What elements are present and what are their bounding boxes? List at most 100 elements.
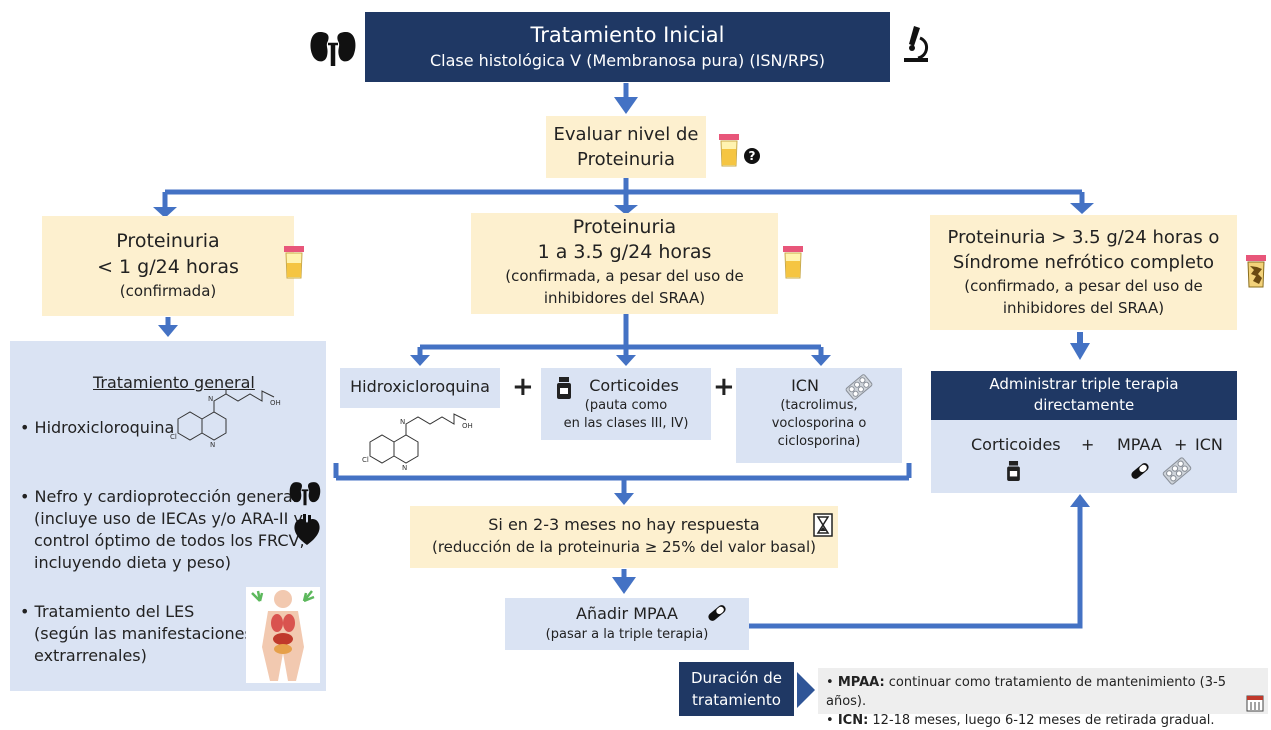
icn-l1: (tacrolimus,: [780, 398, 858, 413]
molecule-icon: Cl N N OH: [170, 389, 282, 449]
cort-l2: en las clases III, IV): [563, 416, 689, 431]
svg-text:Cl: Cl: [362, 456, 369, 464]
general-item2-l3: incluyendo dieta y peso): [34, 553, 231, 572]
general-item1-label: Hidroxicloroquina: [34, 418, 175, 437]
noresp-line2: (reducción de la proteinuria ≥ 25% del v…: [431, 538, 817, 556]
hcq-box: Hidroxicloroquina: [340, 368, 500, 408]
general-item3-l1: (según las manifestaciones: [34, 624, 253, 643]
branch-low-line1: Proteinuria: [116, 230, 220, 252]
branch-mid-line3: (confirmada, a pesar del uso de: [505, 267, 744, 285]
svg-text:Cl: Cl: [170, 433, 177, 441]
add-mpaa-line2: (pasar a la triple terapia): [545, 627, 709, 642]
pill-bottle-icon: [557, 377, 571, 399]
branch-mid-line1: Proteinuria: [572, 216, 677, 238]
duration-b1-text: continuar como tratamiento de mantenimie…: [826, 675, 1226, 709]
svg-text:N: N: [210, 441, 215, 449]
urine-cup-icon: [1245, 254, 1267, 288]
icn-title: ICN: [791, 376, 819, 395]
add-mpaa-line1: Añadir MPAA: [576, 604, 678, 623]
branch-high-line2: Síndrome nefrótico completo: [952, 252, 1215, 273]
microscope-icon: [900, 24, 930, 66]
hourglass-icon: [813, 513, 833, 537]
general-item3-l2: extrarrenales): [34, 646, 147, 665]
svg-text:OH: OH: [462, 422, 473, 430]
branch-mid-line2: 1 a 3.5 g/24 horas: [537, 241, 712, 263]
branch-low-line2: < 1 g/24 horas: [97, 256, 239, 278]
general-heading: Tratamiento general: [93, 373, 255, 392]
triple-plus-2: +: [1174, 435, 1188, 454]
add-mpaa-box: Añadir MPAA (pasar a la triple terapia): [505, 598, 749, 650]
branch-low-box: Proteinuria < 1 g/24 horas (confirmada): [42, 216, 294, 316]
duration-chevron: [797, 672, 815, 708]
duration-b1-bold: MPAA:: [837, 675, 885, 690]
blister-pack-icon: [844, 372, 874, 402]
triple-header-l1: Administrar triple terapia: [989, 375, 1179, 393]
triple-mpaa-label: MPAA: [1117, 435, 1162, 454]
svg-text:OH: OH: [270, 399, 281, 407]
triple-icn-label: ICN: [1195, 435, 1223, 454]
duration-notes: • MPAA: continuar como tratamiento de ma…: [818, 668, 1268, 728]
branch-high-line3: (confirmado, a pesar del uso de: [964, 277, 1203, 295]
icn-l3: ciclosporina): [777, 434, 861, 449]
cort-l1: (pauta como: [584, 398, 668, 413]
plus-sign: +: [713, 372, 735, 402]
hcq-label: Hidroxicloroquina: [350, 377, 490, 396]
evaluate-box: Evaluar nivel de Proteinuria: [546, 116, 706, 178]
branch-mid-line4: inhibidores del SRAA): [543, 289, 706, 307]
branch-high-box: Proteinuria > 3.5 g/24 horas o Síndrome …: [930, 215, 1237, 330]
evaluate-line1: Evaluar nivel de: [553, 124, 699, 145]
duration-b2-text: 12-18 meses, luego 6-12 meses de retirad…: [868, 713, 1215, 728]
general-item2-l1: (incluye uso de IECAs y/o ARA-II y: [34, 509, 303, 528]
calendar-icon: [1246, 694, 1264, 712]
kidneys-icon: [288, 479, 322, 507]
title-line1: Tratamiento Inicial: [530, 23, 725, 47]
triple-plus-1: +: [1081, 435, 1095, 454]
pill-bottle-icon: [1007, 461, 1020, 481]
title-line2: Clase histológica V (Membranosa pura) (I…: [429, 51, 826, 70]
branch-high-line4: inhibidores del SRAA): [1002, 299, 1165, 317]
icn-box: ICN (tacrolimus, voclosporina o ciclospo…: [736, 368, 902, 463]
general-item2-title: Nefro y cardioprotección general: [34, 487, 298, 506]
title-box: Tratamiento Inicial Clase histológica V …: [365, 12, 890, 82]
urine-cup-icon: [283, 245, 305, 279]
svg-text:N: N: [402, 464, 407, 472]
noresp-line1: Si en 2-3 meses no hay respuesta: [488, 515, 760, 534]
general-treatment-panel: Tratamiento general • Hidroxicloroquina …: [10, 341, 326, 691]
icn-l2: voclosporina o: [771, 416, 867, 431]
branch-mid-box: Proteinuria 1 a 3.5 g/24 horas (confirma…: [471, 213, 778, 314]
duration-label-l2: tratamiento: [692, 691, 781, 709]
body-organs-icon: [246, 587, 320, 683]
duration-label-box: Duración de tratamiento: [679, 662, 794, 716]
duration-note-icn: • ICN: 12-18 meses, luego 6-12 meses de …: [826, 713, 1215, 728]
triple-therapy-panel: Administrar triple terapia directamente …: [931, 371, 1237, 493]
triple-header-l2: directamente: [1033, 396, 1135, 414]
svg-text:N: N: [400, 418, 405, 426]
no-response-box: Si en 2-3 meses no hay respuesta (reducc…: [410, 506, 838, 568]
duration-label-l1: Duración de: [690, 669, 783, 687]
heart-icon: [292, 513, 322, 547]
svg-text:N: N: [208, 395, 213, 403]
evaluate-line2: Proteinuria: [577, 149, 675, 170]
duration-note-mpaa: • MPAA: continuar como tratamiento de ma…: [826, 675, 1226, 709]
duration-b2-bold: ICN:: [837, 713, 869, 728]
general-item-nefro: • Nefro y cardioprotección general: [20, 487, 298, 506]
question-icon: ?: [744, 148, 760, 164]
triple-header: Administrar triple terapia directamente: [931, 371, 1237, 420]
general-item-les: • Tratamiento del LES: [20, 602, 195, 621]
triple-cort-label: Corticoides: [971, 435, 1061, 454]
general-item3-title: Tratamiento del LES: [34, 602, 195, 621]
plus-sign: +: [512, 372, 534, 402]
capsule-icon: [706, 605, 728, 621]
branch-low-line3: (confirmada): [119, 282, 217, 300]
molecule-icon: Cl N N OH: [362, 412, 474, 472]
cort-title: Corticoides: [589, 376, 679, 395]
general-item2-l2: control óptimo de todos los FRCV,: [34, 531, 305, 550]
urine-cup-icon: [718, 133, 740, 167]
kidneys-icon: [308, 28, 358, 68]
general-item-hcq: • Hidroxicloroquina: [20, 418, 175, 437]
urine-cup-icon: [782, 245, 804, 279]
corticoides-box: Corticoides (pauta como en las clases II…: [541, 368, 711, 440]
blister-pack-icon: [1161, 455, 1193, 487]
capsule-icon: [1129, 463, 1151, 479]
